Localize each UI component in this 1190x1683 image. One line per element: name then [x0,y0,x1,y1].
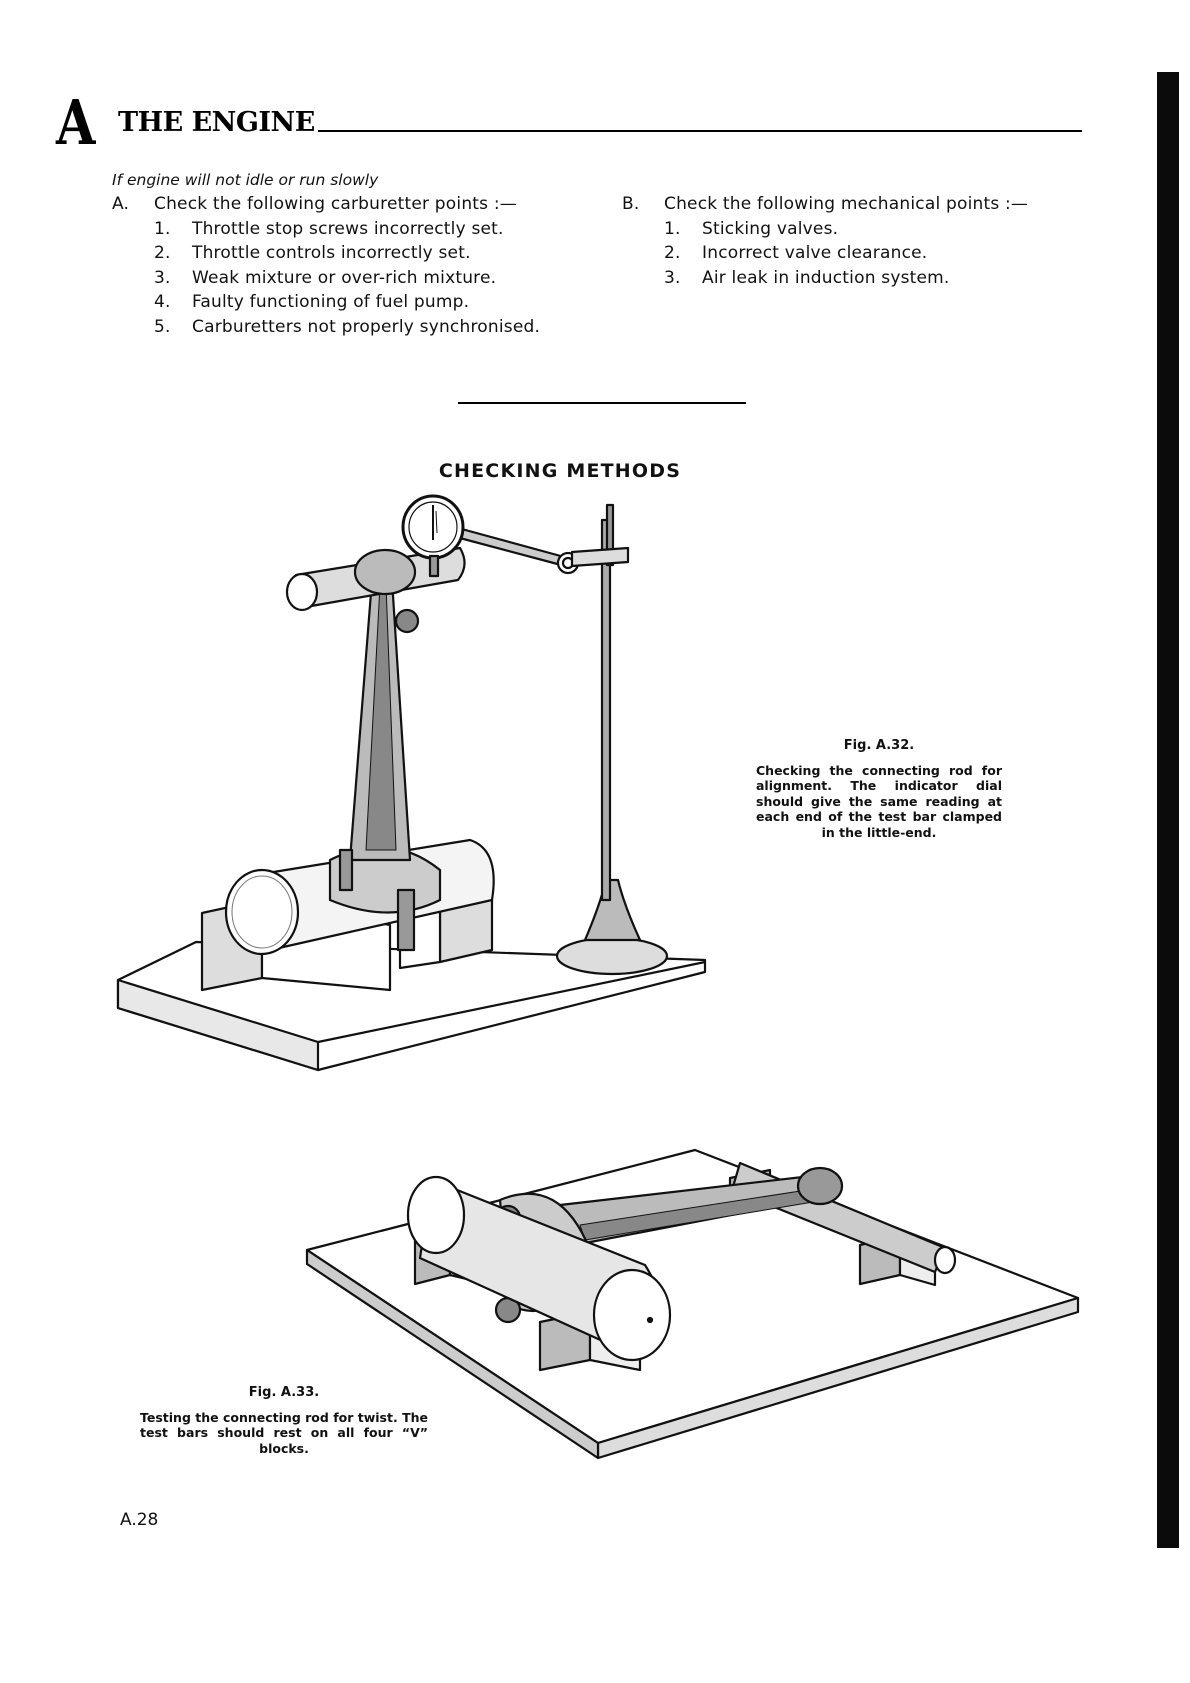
fig-a32-caption: Fig. A.32. Checking the connecting rod f… [756,738,1002,840]
list-item-text: Weak mixture or over-rich mixture. [192,267,497,288]
fig-a33-label: Fig. A.33. [248,1385,320,1400]
fig-a32-label: Fig. A.32. [843,738,915,753]
page-edge-bar [1157,72,1179,1548]
list-a-heading-row: A. Check the following carburetter points… [112,192,540,217]
list-item-text: Air leak in induction system. [702,267,950,288]
list-item-number: 2. [664,243,681,263]
list-item: 3. Air leak in induction system. [622,266,1028,291]
list-a-heading: Check the following carburetter points :… [154,194,517,214]
list-item-text: Sticking valves. [702,218,839,239]
section-divider [458,402,746,404]
list-item-number: 1. [664,218,681,239]
list-item: 5. Carburetters not properly synchronised… [112,315,540,340]
section-title: THE ENGINE [118,107,315,138]
list-item-number: 3. [664,267,681,288]
list-item-number: 1. [154,218,171,239]
list-item-number: 4. [154,292,171,312]
list-item-number: 5. [154,316,171,337]
title-rule [318,130,1082,132]
list-item: 4. Faulty functioning of fuel pump. [112,290,540,315]
list-item-text: Carburetters not properly synchronised. [192,316,541,337]
list-b-marker: B. [622,194,640,214]
fig-a33-text: Testing the connecting rod for twist. Th… [140,1409,428,1456]
list-item: 2. Throttle controls incorrectly set. [112,241,540,266]
list-item-text: Faulty functioning of fuel pump. [192,292,470,312]
intro-text: If engine will not idle or run slowly [112,171,379,189]
list-b-heading-row: B. Check the following mechanical points … [622,192,1028,217]
fig-a32-text: Checking the connecting rod for alignmen… [756,762,1002,840]
fig-a33-caption: Fig. A.33. Testing the connecting rod fo… [140,1385,428,1456]
list-a: A. Check the following carburetter points… [112,192,540,339]
list-item-text: Incorrect valve clearance. [702,243,928,263]
list-item-text: Throttle stop screws incorrectly set. [192,218,504,239]
list-item: 1. Sticking valves. [622,217,1028,242]
list-item-number: 2. [154,243,171,263]
checking-methods-heading: CHECKING METHODS [438,460,682,482]
list-b-heading: Check the following mechanical points :— [664,194,1029,214]
list-item-number: 3. [154,267,171,288]
list-item: 1. Throttle stop screws incorrectly set. [112,217,540,242]
list-item-text: Throttle controls incorrectly set. [192,243,471,263]
list-a-marker: A. [112,194,130,214]
section-letter: A [56,86,96,159]
list-b: B. Check the following mechanical points … [622,192,1028,290]
list-item: 3. Weak mixture or over-rich mixture. [112,266,540,291]
page-number: A.28 [120,1510,159,1530]
list-item: 2. Incorrect valve clearance. [622,241,1028,266]
